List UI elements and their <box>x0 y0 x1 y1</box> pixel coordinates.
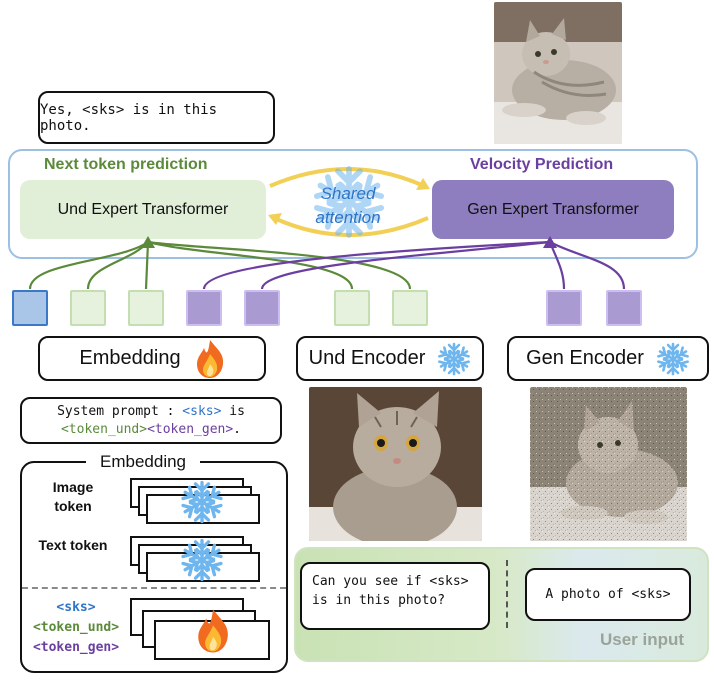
gen-input-noisy-cat-photo <box>530 387 687 541</box>
response-text: Yes, <sks> is in this photo. <box>40 101 218 134</box>
und-expert-transformer: Und Expert Transformer <box>20 180 266 239</box>
user-question-box: Can you see if <sks> is in this photo? <box>300 562 490 630</box>
image-token-label: Image token <box>52 479 94 514</box>
gen-expert-title: Velocity Prediction <box>470 156 614 173</box>
token-gen-1 <box>186 290 222 326</box>
system-prompt-is: is <box>221 404 245 419</box>
special-token-und: <token_und> <box>32 620 120 635</box>
und-expert-title: Next token prediction <box>44 156 208 173</box>
system-prompt-token-gen: <token_gen> <box>147 422 234 437</box>
text-token-embedding-stack <box>130 536 260 582</box>
generated-cat-photo <box>494 2 622 144</box>
gen-prompt-text: A photo of <sks> <box>545 587 671 602</box>
embedding-module-label: Embedding <box>79 347 181 369</box>
token-und-1 <box>70 290 106 326</box>
shared-label-line2: attention <box>315 208 381 227</box>
special-tokens-labels: <sks> <token_und> <token_gen> <box>24 598 128 658</box>
shared-label-line1: Shared <box>320 184 376 203</box>
text-token-label: Text token <box>38 537 108 553</box>
und-encoder-label: Und Encoder <box>308 347 426 369</box>
und-expert-label: Und Expert Transformer <box>57 200 229 218</box>
token-gen-2 <box>244 290 280 326</box>
token-image-und-2 <box>392 290 428 326</box>
token-und-2 <box>128 290 164 326</box>
token-image-und-1 <box>334 290 370 326</box>
snowflake-icon <box>437 342 471 376</box>
response-bubble: Yes, <sks> is in this photo. <box>38 91 275 144</box>
system-prompt-colon: : <box>158 404 183 419</box>
und-encoder-module: Und Encoder <box>296 336 484 381</box>
system-prompt-token-und: <token_und> <box>60 422 148 437</box>
token-arrows <box>28 236 626 290</box>
shared-attention-arrows <box>268 158 430 248</box>
embedding-module: Embedding <box>38 336 266 381</box>
embedding-divider <box>22 587 286 589</box>
token-sks <box>12 290 48 326</box>
user-input-label: User input <box>600 630 685 649</box>
special-token-embedding-stack <box>130 598 270 662</box>
gen-expert-label: Gen Expert Transformer <box>467 200 639 218</box>
image-token-embedding-stack <box>130 478 260 524</box>
special-token-gen: <token_gen> <box>32 640 120 655</box>
system-prompt-sks: <sks> <box>182 404 222 419</box>
und-input-cat-photo <box>309 387 482 541</box>
user-question-text: Can you see if <sks> is in this photo? <box>312 574 469 608</box>
token-image-gen-1 <box>546 290 582 326</box>
snowflake-icon <box>180 538 224 582</box>
expert-frame <box>8 149 698 259</box>
token-image-gen-2 <box>606 290 642 326</box>
user-input-divider <box>506 560 508 628</box>
fire-icon <box>198 609 228 653</box>
system-prompt-prefix: System prompt <box>57 404 159 419</box>
snowflake-icon <box>656 342 690 376</box>
gen-expert-transformer: Gen Expert Transformer <box>432 180 674 239</box>
gen-prompt-box: A photo of <sks> <box>525 568 691 621</box>
gen-encoder-label: Gen Encoder <box>526 347 644 369</box>
gen-encoder-module: Gen Encoder <box>507 336 709 381</box>
system-prompt-box: System prompt : <sks> is <token_und><tok… <box>20 397 282 444</box>
shared-attention-label: Shared attention <box>288 182 408 230</box>
fire-icon <box>196 339 223 378</box>
snowflake-icon <box>180 480 224 524</box>
special-token-sks: <sks> <box>56 600 96 615</box>
embedding-panel-title: Embedding <box>86 452 201 472</box>
system-prompt-dot: . <box>233 422 241 437</box>
